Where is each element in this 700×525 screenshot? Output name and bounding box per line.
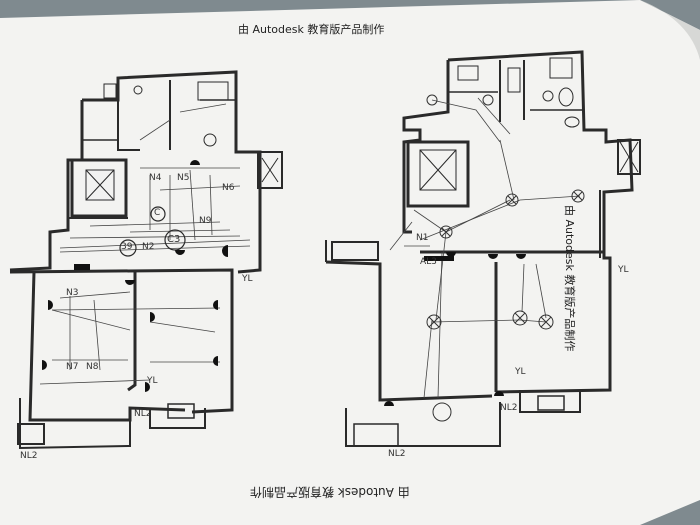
label-39: 39	[121, 242, 133, 252]
label-n6: N6	[222, 183, 235, 193]
label-c: C	[154, 208, 161, 218]
label-n1: N1	[416, 233, 429, 243]
watermark-side: 由 Autodesk 教育版产品制作	[563, 205, 576, 352]
watermark-bottom: 由 Autodesk 教育版产品制作	[250, 485, 410, 499]
left-lower-walls	[9, 268, 234, 414]
label-n4: N4	[149, 173, 162, 183]
label-yl-left-a: YL	[242, 274, 253, 284]
paper-curl-edge	[640, 0, 700, 60]
label-n3: N3	[66, 288, 79, 298]
right-floor-plan	[325, 50, 641, 447]
label-yl-right-a: YL	[618, 265, 629, 275]
left-elevator	[70, 158, 128, 218]
label-n9: N9	[199, 216, 212, 226]
label-nl2-left-a: NL2	[134, 409, 152, 419]
label-nl2-left-b: NL2	[20, 451, 38, 461]
label-nl2-right-a: NL2	[500, 403, 518, 413]
watermark-top: 由 Autodesk 教育版产品制作	[238, 23, 385, 36]
label-yl-left-b: YL	[147, 376, 158, 386]
right-outer-walls	[447, 50, 634, 394]
label-yl-right-b: YL	[515, 367, 526, 377]
label-n7: N7	[66, 362, 79, 372]
label-c3: C3	[167, 234, 181, 245]
label-n8: N8	[86, 362, 99, 372]
label-n5: N5	[177, 173, 190, 183]
label-nl2-right-b: NL2	[388, 449, 406, 459]
label-al3: AL3	[420, 257, 437, 267]
left-upper-walls	[82, 70, 262, 274]
label-n2: N2	[142, 242, 155, 252]
right-elevator	[406, 140, 470, 208]
left-floor-plan	[9, 70, 283, 450]
